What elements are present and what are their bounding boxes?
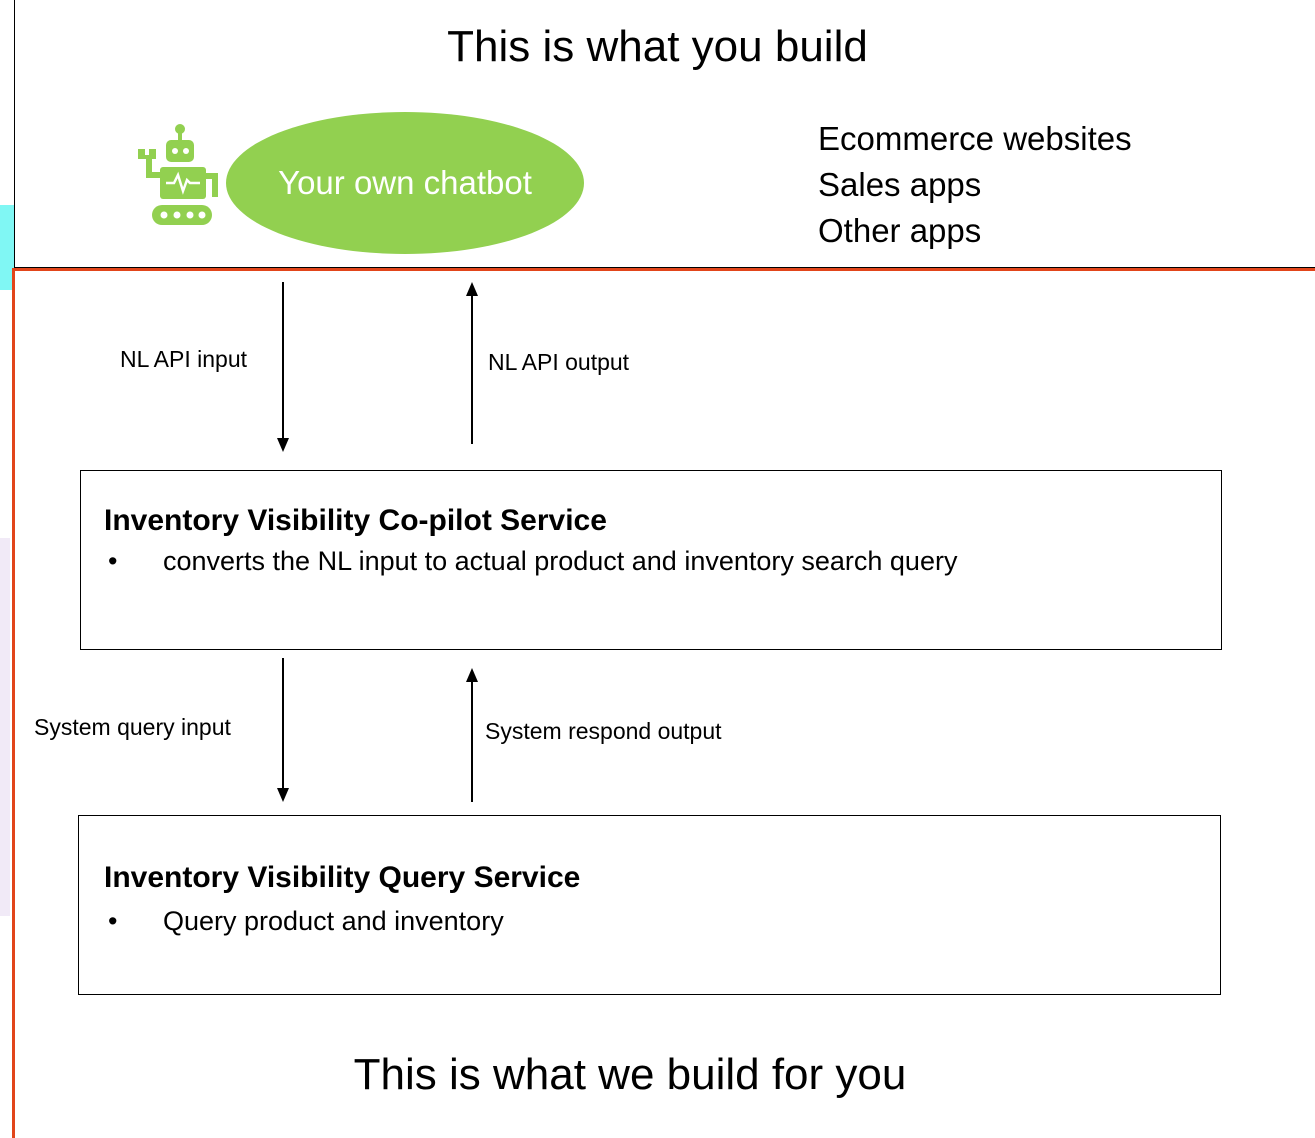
copilot-service-description: converts the NL input to actual product …	[163, 546, 958, 576]
what-we-build-frame	[12, 268, 1315, 1138]
chatbot-label: Your own chatbot	[278, 164, 532, 201]
copilot-bullet-marker: •	[108, 546, 118, 576]
label-nl-output: NL API output	[488, 349, 630, 375]
arrow-system-input	[277, 658, 289, 802]
arrow-nl-output	[466, 282, 478, 444]
app-item-ecommerce: Ecommerce websites	[818, 120, 1132, 157]
app-list: Ecommerce websites Sales apps Other apps	[818, 116, 1132, 254]
top-title: This is what you build	[447, 22, 868, 71]
query-service-title: Inventory Visibility Query Service	[104, 861, 581, 894]
copilot-service-title: Inventory Visibility Co-pilot Service	[104, 504, 607, 537]
query-service-description: Query product and inventory	[163, 906, 504, 936]
arrow-nl-input	[277, 282, 289, 452]
chatbot-oval: Your own chatbot	[226, 112, 584, 254]
decorative-lavender-strip	[0, 538, 10, 916]
label-nl-input: NL API input	[120, 346, 248, 372]
app-item-sales: Sales apps	[818, 166, 982, 203]
query-service-box	[78, 815, 1221, 995]
label-system-input: System query input	[34, 714, 231, 740]
copilot-service-box	[80, 470, 1222, 650]
bottom-title: This is what we build for you	[353, 1050, 907, 1099]
decorative-cyan-strip	[0, 205, 14, 290]
query-bullet-marker: •	[108, 906, 118, 936]
what-you-build-frame	[14, 0, 1315, 268]
label-system-output: System respond output	[485, 718, 722, 744]
arrow-system-output	[466, 668, 478, 802]
robot-icon	[138, 124, 218, 225]
app-item-other: Other apps	[818, 212, 982, 249]
